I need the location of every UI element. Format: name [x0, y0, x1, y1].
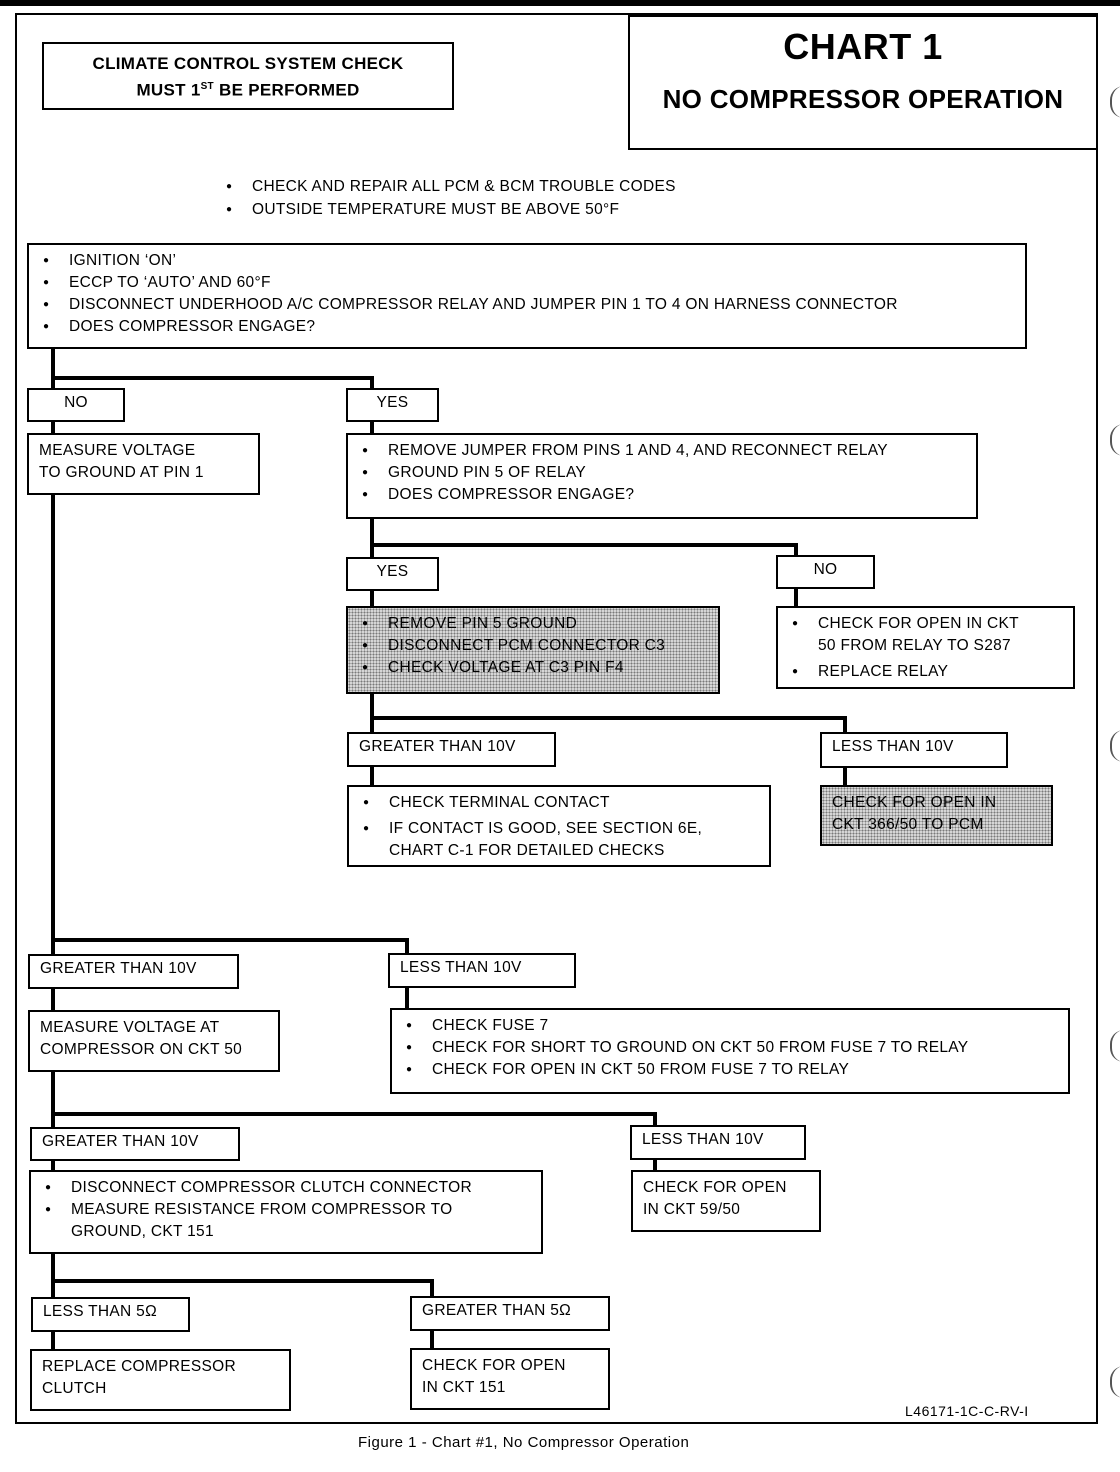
ckt50-less-label: LESS THAN 10V	[630, 1125, 806, 1160]
measure-ckt50-box: MEASURE VOLTAGE AT COMPRESSOR ON CKT 50	[28, 1010, 280, 1072]
edge-mark	[1110, 424, 1120, 456]
connector-yes1-split	[370, 516, 798, 560]
measure-pin1-box: MEASURE VOLTAGE TO GROUND AT PIN 1	[27, 433, 260, 495]
replace-relay-item: REPLACE RELAY	[788, 661, 1063, 683]
prerequisite-item: CHECK AND REPAIR ALL PCM & BCM TROUBLE C…	[222, 175, 676, 198]
top-rule	[0, 0, 1120, 6]
terminal-contact-item: CHECK TERMINAL CONTACT	[359, 792, 759, 814]
branch2-no-label: NO	[776, 555, 875, 589]
remove-jumper-box: REMOVE JUMPER FROM PINS 1 AND 4, AND REC…	[346, 433, 978, 519]
c3-greater-label: GREATER THAN 10V	[347, 732, 556, 767]
chart-subtitle: NO COMPRESSOR OPERATION	[662, 84, 1064, 114]
branch2-yes-label: YES	[346, 557, 439, 591]
branch1-yes-label: YES	[346, 388, 439, 422]
connector-res-split	[51, 1279, 434, 1298]
start-step-item: ECCP TO ‘AUTO’ AND 60°F	[39, 272, 1015, 294]
fuse7-item: CHECK FOR SHORT TO GROUND ON CKT 50 FROM…	[402, 1037, 1058, 1059]
connector-pin1-split	[51, 938, 409, 957]
fuse7-check-box: CHECK FUSE 7 CHECK FOR SHORT TO GROUND O…	[390, 1008, 1070, 1094]
prerequisite-list: CHECK AND REPAIR ALL PCM & BCM TROUBLE C…	[222, 175, 676, 221]
c3-check-item: REMOVE PIN 5 GROUND	[358, 613, 708, 635]
branch1-no-label: NO	[27, 388, 125, 422]
c3-check-item: DISCONNECT PCM CONNECTOR C3	[358, 635, 708, 657]
ckt50-greater-label: GREATER THAN 10V	[30, 1127, 240, 1161]
connector-ckt50-split	[51, 1112, 657, 1128]
start-step-box: IGNITION ‘ON’ ECCP TO ‘AUTO’ AND 60°F DI…	[27, 243, 1027, 349]
open-ckt366-box: CHECK FOR OPEN IN CKT 366/50 TO PCM	[820, 785, 1053, 846]
precheck-box: CLIMATE CONTROL SYSTEM CHECK MUST 1ST BE…	[42, 42, 454, 110]
chart-title: CHART 1	[783, 26, 943, 67]
clutch-connector-item: DISCONNECT COMPRESSOR CLUTCH CONNECTOR	[41, 1177, 531, 1199]
edge-mark	[1110, 1366, 1120, 1398]
pin1-less-label: LESS THAN 10V	[388, 953, 576, 988]
res-less-label: LESS THAN 5Ω	[31, 1297, 190, 1332]
start-step-item: DOES COMPRESSOR ENGAGE?	[39, 316, 1015, 338]
chart-title-box: CHART 1 NO COMPRESSOR OPERATION	[628, 15, 1098, 150]
prerequisite-item: OUTSIDE TEMPERATURE MUST BE ABOVE 50°F	[222, 198, 676, 221]
fuse7-item: CHECK FOR OPEN IN CKT 50 FROM FUSE 7 TO …	[402, 1059, 1058, 1081]
edge-mark	[1110, 86, 1120, 118]
start-step-item: DISCONNECT UNDERHOOD A/C COMPRESSOR RELA…	[39, 294, 1015, 316]
res-greater-label: GREATER THAN 5Ω	[410, 1296, 610, 1331]
c3-voltage-check-box: REMOVE PIN 5 GROUND DISCONNECT PCM CONNE…	[346, 606, 720, 694]
c3-less-label: LESS THAN 10V	[820, 732, 1008, 768]
pin1-greater-label: GREATER THAN 10V	[28, 954, 239, 989]
remove-jumper-item: DOES COMPRESSOR ENGAGE?	[358, 484, 966, 506]
remove-jumper-item: REMOVE JUMPER FROM PINS 1 AND 4, AND REC…	[358, 440, 966, 462]
chart-frame	[15, 13, 1098, 1424]
remove-jumper-item: GROUND PIN 5 OF RELAY	[358, 462, 966, 484]
document-id: L46171-1C-C-RV-I	[905, 1403, 1029, 1419]
precheck-line1: CLIMATE CONTROL SYSTEM CHECK	[92, 54, 404, 73]
figure-caption: Figure 1 - Chart #1, No Compressor Opera…	[358, 1434, 690, 1451]
start-step-item: IGNITION ‘ON’	[39, 250, 1015, 272]
edge-mark	[1110, 730, 1120, 762]
connector-yes1	[51, 376, 374, 390]
section-6e-item: IF CONTACT IS GOOD, SEE SECTION 6E,CHART…	[359, 818, 759, 862]
open-ckt151-box: CHECK FOR OPEN IN CKT 151	[410, 1348, 610, 1410]
terminal-contact-box: CHECK TERMINAL CONTACT IF CONTACT IS GOO…	[347, 785, 771, 867]
replace-clutch-box: REPLACE COMPRESSOR CLUTCH	[30, 1349, 291, 1411]
connector-c3-split	[370, 691, 847, 736]
fuse7-item: CHECK FUSE 7	[402, 1015, 1058, 1037]
c3-check-item: CHECK VOLTAGE AT C3 PIN F4	[358, 657, 708, 679]
resistance-item: MEASURE RESISTANCE FROM COMPRESSOR TOGRO…	[41, 1199, 531, 1243]
clutch-resistance-box: DISCONNECT COMPRESSOR CLUTCH CONNECTOR M…	[29, 1170, 543, 1254]
open-ckt59-box: CHECK FOR OPEN IN CKT 59/50	[631, 1170, 821, 1232]
precheck-line2: MUST 1ST BE PERFORMED	[136, 80, 360, 100]
edge-mark	[1110, 1030, 1120, 1062]
